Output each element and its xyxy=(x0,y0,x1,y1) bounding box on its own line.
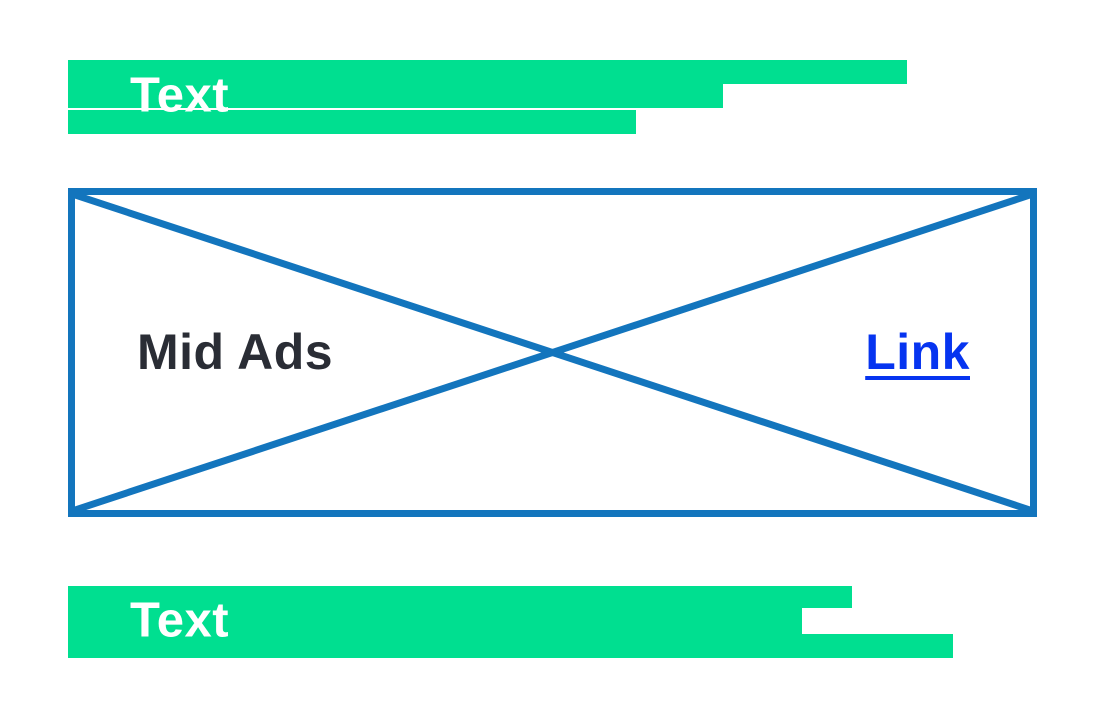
mid-ads-placeholder: Mid Ads Link xyxy=(68,188,1037,517)
skeleton-bar xyxy=(68,586,852,608)
skeleton-bar xyxy=(68,60,907,84)
top-text-label: Text xyxy=(130,68,230,123)
mid-ads-label: Mid Ads xyxy=(129,326,342,377)
top-text-block: Text xyxy=(68,60,907,134)
skeleton-bar xyxy=(68,634,953,658)
skeleton-bar xyxy=(68,608,802,634)
bottom-text-block: Text xyxy=(68,586,953,658)
skeleton-bar xyxy=(68,110,636,134)
bottom-text-label: Text xyxy=(130,593,230,648)
ad-link[interactable]: Link xyxy=(857,326,978,377)
skeleton-bar xyxy=(68,84,723,108)
image-placeholder-cross-icon xyxy=(75,195,1030,510)
